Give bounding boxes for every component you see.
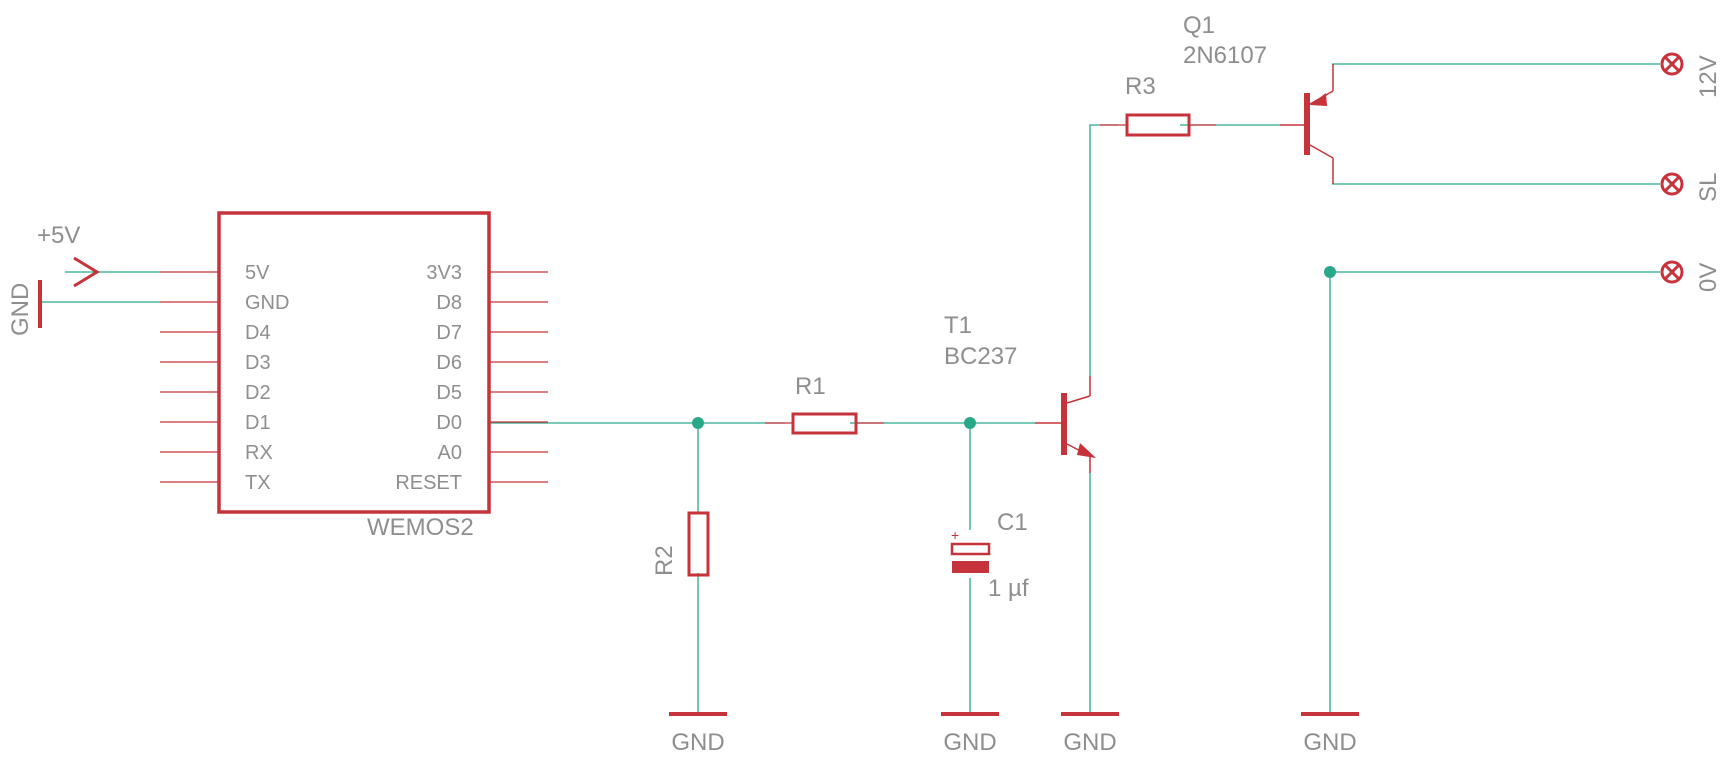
wemos-pin-tx: TX	[245, 472, 271, 494]
connector-0v: 0V	[1660, 260, 1722, 292]
wires	[40, 63, 1660, 712]
wemos-pin-d4: D4	[245, 322, 271, 344]
ground-symbol-t1: GND	[1061, 712, 1119, 756]
ground-left-label: GND	[7, 283, 34, 336]
junction-c1	[964, 417, 976, 429]
q1-name-label: Q1	[1183, 12, 1215, 39]
wemos-pin-5v: 5V	[245, 262, 270, 284]
supply-5v-label: +5V	[37, 222, 80, 249]
ground-symbol-out: GND	[1301, 712, 1359, 756]
resistor-r1: R1	[765, 373, 884, 435]
wemos-module: 5V GND D4 D3 D2 D1 RX TX 3V3 D8 D7 D6 D5…	[160, 211, 548, 541]
connector-sl: SL	[1660, 172, 1722, 202]
wemos-pin-gnd: GND	[245, 292, 289, 314]
wemos-pin-d7: D7	[436, 322, 462, 344]
c1-polarity-mark: +	[951, 527, 959, 543]
connector-0v-label: 0V	[1695, 263, 1722, 292]
ground-symbol-left: GND	[7, 280, 42, 336]
resistor-r3: R3	[1100, 73, 1216, 137]
wemos-pin-3v3: 3V3	[426, 262, 462, 284]
wire-t1-collector	[1089, 124, 1118, 376]
wemos-pin-d0: D0	[436, 412, 462, 434]
junction-0v	[1324, 266, 1336, 278]
wemos-pin-d1: D1	[245, 412, 271, 434]
wemos-right-pin-labels: 3V3 D8 D7 D6 D5 D0 A0 RESET	[395, 262, 462, 494]
wemos-pin-reset: RESET	[395, 472, 462, 494]
junction-r2	[692, 417, 704, 429]
wemos-pin-d6: D6	[436, 352, 462, 374]
connector-sl-label: SL	[1695, 173, 1722, 202]
ground-t1-label: GND	[1063, 729, 1116, 756]
wemos-left-pin-labels: 5V GND D4 D3 D2 D1 RX TX	[245, 262, 289, 494]
ground-symbol-r2: GND	[669, 712, 727, 756]
ground-symbol-c1: GND	[941, 712, 999, 756]
supply-5v-symbol: +5V	[37, 222, 100, 288]
wemos-pin-d3: D3	[245, 352, 271, 374]
r2-label: R2	[651, 545, 678, 576]
r3-label: R3	[1125, 73, 1156, 100]
connector-12v: 12V	[1660, 52, 1722, 98]
c1-value-label: 1 µf	[988, 575, 1029, 602]
wemos-left-pin-lines	[160, 271, 219, 483]
wemos-pin-d5: D5	[436, 382, 462, 404]
capacitor-c1: + C1 1 µf	[950, 509, 1029, 602]
wemos-pin-d8: D8	[436, 292, 462, 314]
wemos-pin-rx: RX	[245, 442, 273, 464]
ground-out-label: GND	[1303, 729, 1356, 756]
wemos-right-pin-lines	[489, 271, 548, 483]
t1-name-label: T1	[944, 312, 972, 339]
wemos-pin-a0: A0	[438, 442, 462, 464]
resistor-r2: R2	[651, 511, 710, 577]
connector-12v-label: 12V	[1695, 55, 1722, 98]
q1-value-label: 2N6107	[1183, 42, 1267, 69]
ground-c1-label: GND	[943, 729, 996, 756]
transistor-q1: Q1 2N6107	[1183, 12, 1334, 184]
wemos-pin-d2: D2	[245, 382, 271, 404]
transistor-t1: T1 BC237	[944, 312, 1096, 473]
t1-value-label: BC237	[944, 343, 1017, 370]
r1-label: R1	[795, 373, 826, 400]
c1-name-label: C1	[997, 509, 1028, 536]
ground-r2-label: GND	[671, 729, 724, 756]
wemos-name-label: WEMOS2	[367, 514, 474, 541]
